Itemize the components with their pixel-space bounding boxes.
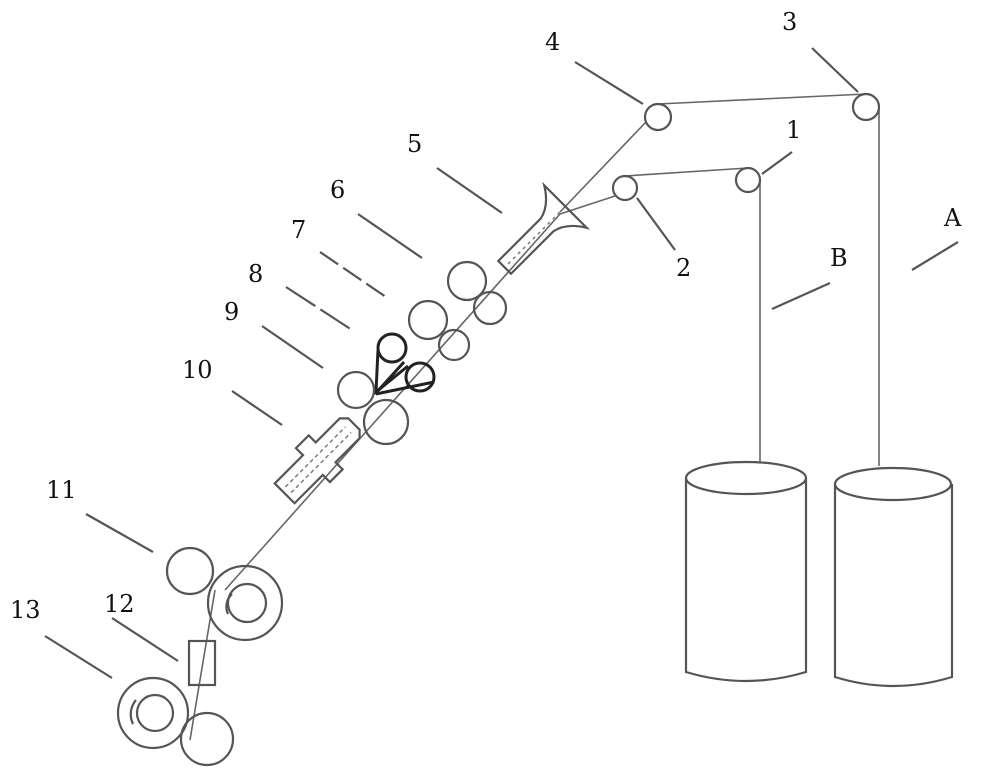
label-12: 12 xyxy=(104,590,135,618)
label-6: 6 xyxy=(330,176,345,204)
funnel-5 xyxy=(496,181,591,276)
label-3: 3 xyxy=(782,8,797,36)
label-9: 9 xyxy=(224,298,239,326)
guide-pulley-2 xyxy=(611,174,639,202)
label-10: 10 xyxy=(182,356,213,384)
yarn-path-B xyxy=(559,167,761,462)
roller-pair-7 xyxy=(407,299,471,362)
label-13: 13 xyxy=(10,596,41,624)
guide-pulley-4 xyxy=(643,102,673,132)
label-7: 7 xyxy=(291,216,306,244)
yarn-main-path xyxy=(189,213,561,741)
leader-lines xyxy=(44,47,959,679)
label-B: B xyxy=(830,244,848,272)
winding-unit-13 xyxy=(116,676,235,767)
label-5: 5 xyxy=(407,130,422,158)
label-2: 2 xyxy=(676,254,691,282)
label-1: 1 xyxy=(786,116,801,144)
sensor-12 xyxy=(187,639,217,687)
yarn-can-B xyxy=(684,460,808,683)
label-A: A xyxy=(943,204,962,232)
air-jet-nozzle-10 xyxy=(273,417,361,505)
roller-pair-9 xyxy=(336,370,410,446)
guide-pulley-1 xyxy=(734,166,762,194)
apron-unit-8 xyxy=(374,332,436,396)
yarn-can-A xyxy=(833,466,954,688)
label-8: 8 xyxy=(248,260,263,288)
label-11: 11 xyxy=(46,476,77,504)
label-4: 4 xyxy=(545,28,560,56)
delivery-rollers-11 xyxy=(165,546,284,642)
roller-pair-6 xyxy=(446,260,508,326)
yarn-path-A xyxy=(559,93,880,466)
guide-pulley-3 xyxy=(851,92,881,122)
